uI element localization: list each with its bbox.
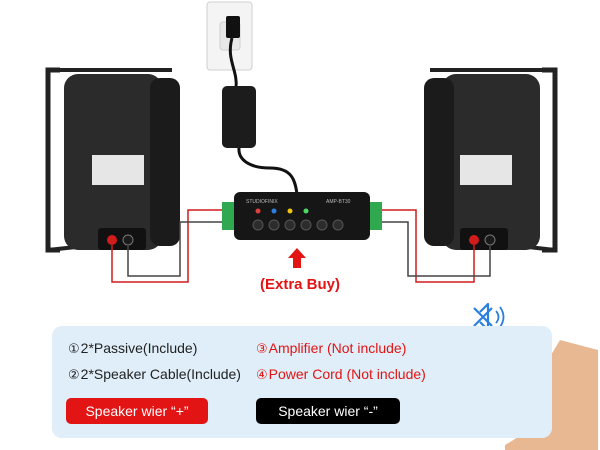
wire-plus-badge: Speaker wier “+”	[66, 398, 208, 424]
up-arrow-icon	[288, 248, 306, 268]
left-speaker	[45, 67, 180, 253]
extra-buy-label: (Extra Buy)	[259, 276, 341, 293]
power-adapter	[222, 86, 256, 148]
item-power-cord: ④Power Cord (Not include)	[256, 366, 426, 382]
item-cable: ②2*Speaker Cable(Include)	[68, 366, 241, 382]
item-amplifier: ③Amplifier (Not include)	[256, 340, 407, 356]
amplifier: STUDIOFINIX AMP-BT30	[222, 192, 382, 240]
wire-minus-badge: Speaker wier “-”	[256, 398, 400, 424]
item-passive: ①2*Passive(Include)	[68, 340, 198, 356]
amp-brand: STUDIOFINIX	[246, 199, 278, 205]
wall-outlet	[206, 1, 253, 71]
right-speaker	[424, 67, 558, 253]
amp-model: AMP-BT30	[326, 199, 351, 205]
